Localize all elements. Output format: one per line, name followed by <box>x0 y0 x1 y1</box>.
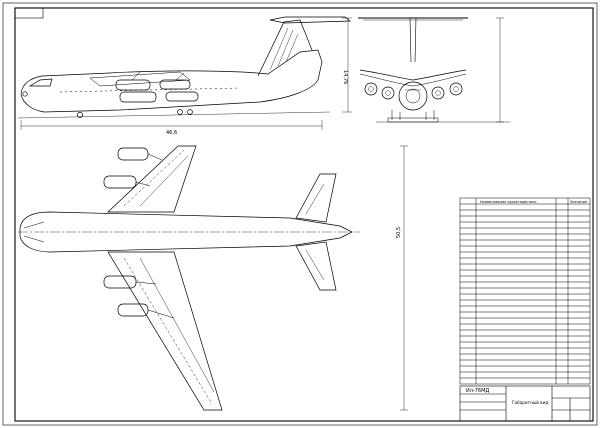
side-view-height-dimension: 14,76 <box>342 70 348 84</box>
plan-view <box>18 145 408 411</box>
title-block-label: Габаритный вид <box>512 400 548 405</box>
spec-table <box>459 197 591 385</box>
spec-table-header-value: Значение <box>570 200 587 204</box>
title-block <box>459 385 591 422</box>
front-view <box>358 17 510 123</box>
spec-table-header-param: Наименование характеристики <box>480 200 537 204</box>
plan-view-span-dimension: 50,5 <box>396 227 402 238</box>
title-block-title: Ил-76МД <box>466 388 489 394</box>
side-view-length-dimension: 46,6 <box>166 130 177 136</box>
side-view <box>17 16 352 130</box>
